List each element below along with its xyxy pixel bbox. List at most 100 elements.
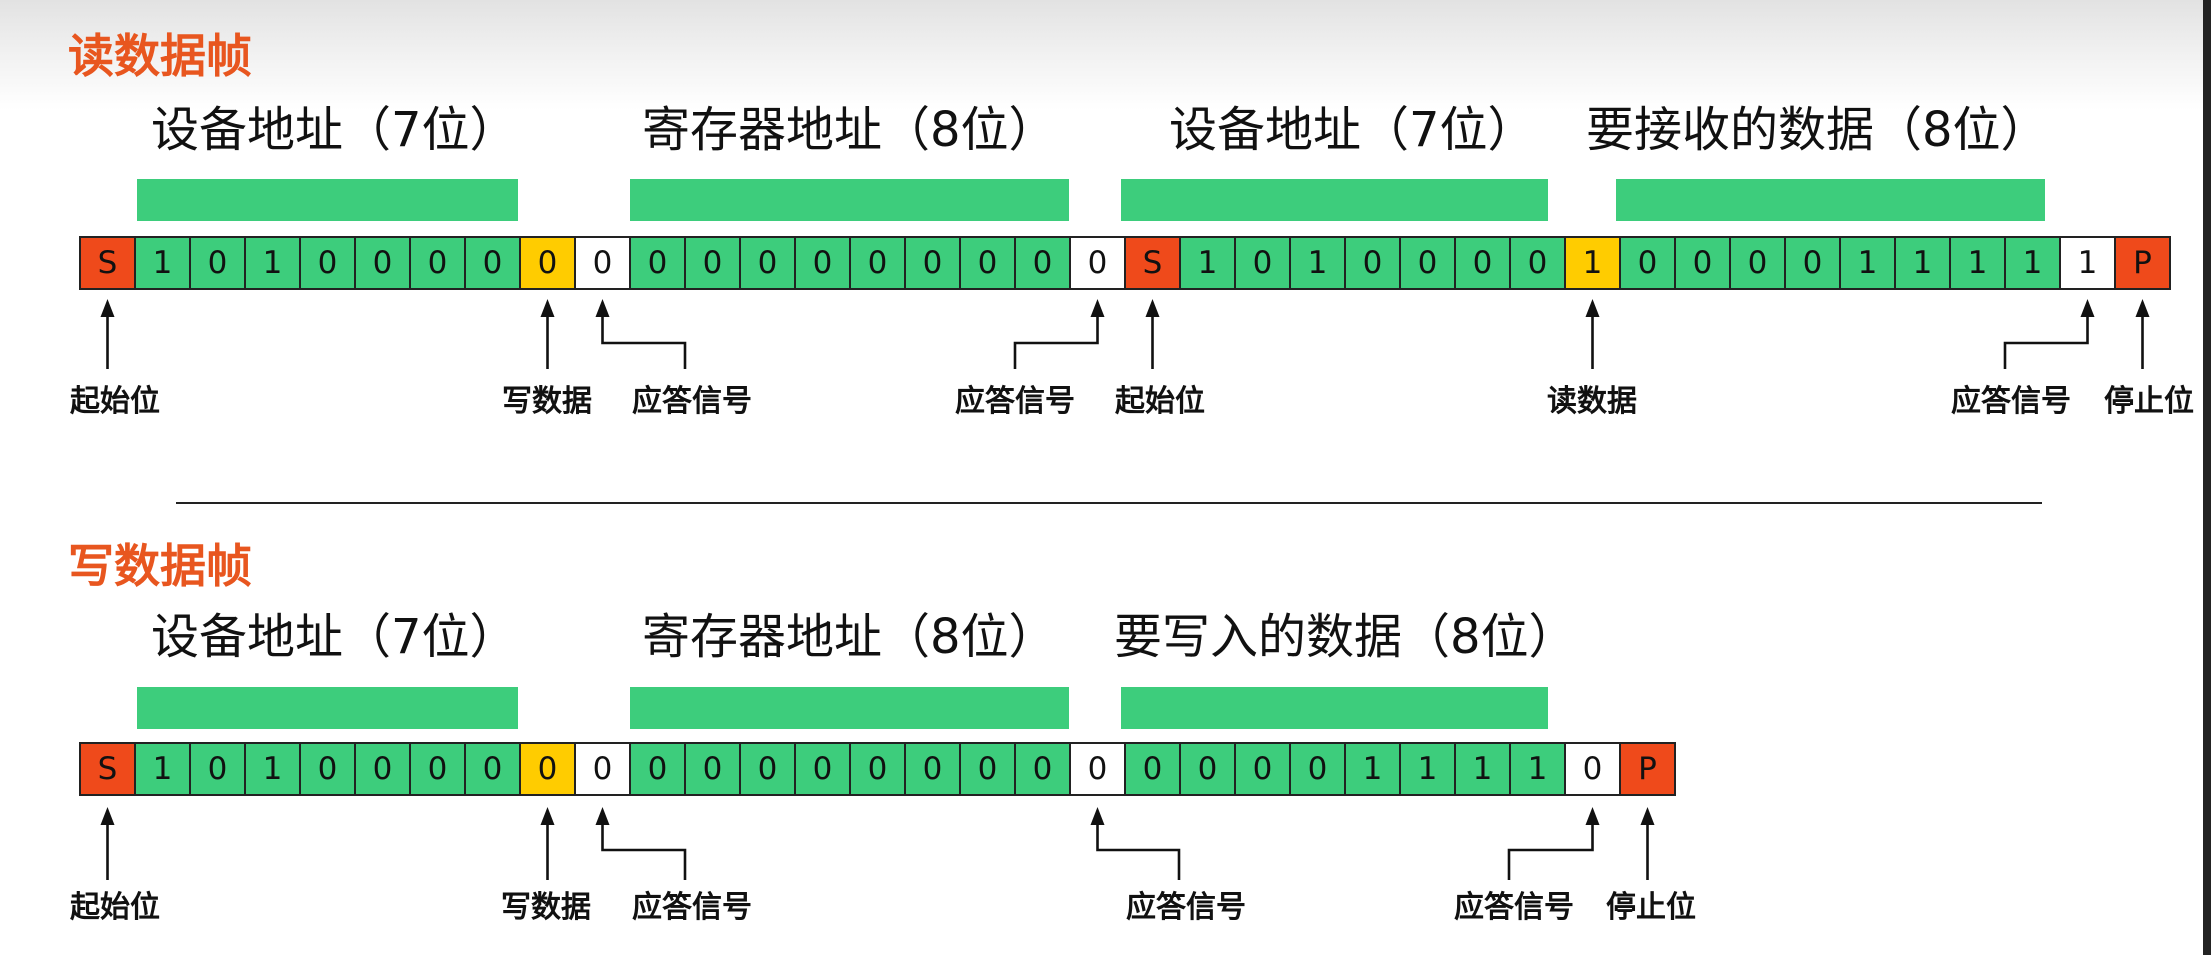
stop-bit-label: 停止位: [2104, 384, 2194, 419]
bit-cell: 0: [1731, 236, 1786, 290]
bit-cell: 1: [1841, 236, 1896, 290]
bit-cell: 0: [411, 236, 466, 290]
read-bit-pointer: [1585, 299, 1600, 369]
bit-cell: 0: [796, 742, 851, 796]
elbow-pointer-line: [1507, 823, 1594, 880]
bit-cell: 0: [796, 236, 851, 290]
arrowhead: [100, 807, 115, 825]
ack-pointer: [1507, 807, 1600, 880]
write-bit-label: 写数据: [502, 384, 592, 419]
bit-cell: 0: [961, 236, 1016, 290]
elbow-pointer-line: [601, 823, 687, 880]
write-bit-label: 写数据: [501, 890, 591, 925]
read-frame-title: 读数据帧: [68, 29, 252, 83]
start-condition-cell: S: [1126, 236, 1181, 290]
start-bit-pointer: [100, 807, 115, 880]
ack-bit-cell: 0: [1071, 236, 1126, 290]
arrowhead: [540, 807, 555, 825]
field-bar-register-address: [630, 687, 1069, 729]
bit-cell: 0: [356, 742, 411, 796]
field-bar-write-data: [1121, 687, 1548, 729]
bit-cell: 1: [136, 742, 191, 796]
read-bit-label: 读数据: [1547, 384, 1637, 419]
arrowhead: [1585, 299, 1600, 317]
bit-cell: 1: [1896, 236, 1951, 290]
ack-pointer: [595, 299, 687, 369]
bit-cell: 1: [1951, 236, 2006, 290]
bit-cell: 0: [1126, 742, 1181, 796]
stop-bit-pointer: [1640, 807, 1655, 880]
field-label-device-address: 设备地址（7位）: [151, 609, 518, 665]
bit-cell: 1: [1456, 742, 1511, 796]
stop-bit-pointer: [2135, 299, 2150, 369]
bit-cell: 1: [1346, 742, 1401, 796]
field-bar-device-address: [137, 687, 518, 729]
bit-cell: 1: [1181, 236, 1236, 290]
arrowhead: [1585, 807, 1600, 825]
ack-label: 应答信号: [955, 384, 1075, 419]
write-bit-pointer: [540, 299, 555, 369]
bit-cell: 1: [136, 236, 191, 290]
arrowhead: [595, 299, 610, 317]
ack-pointer: [595, 807, 687, 880]
field-bar-receive-data: [1616, 179, 2045, 221]
arrowhead: [1090, 299, 1105, 317]
start-bit-label: 起始位: [70, 384, 160, 419]
elbow-pointer-line: [1096, 823, 1181, 880]
field-label-device-address: 设备地址（7位）: [1169, 102, 1536, 158]
read-write-bit-cell: 0: [521, 236, 576, 290]
field-bar-device-address: [137, 179, 518, 221]
bit-cell: 0: [1291, 742, 1346, 796]
bit-cell: 0: [851, 236, 906, 290]
top-shade: [0, 0, 2211, 110]
field-label-write-data: 要写入的数据（8位）: [1114, 609, 1577, 665]
ack-pointer: [2003, 299, 2095, 369]
stop-bit-label: 停止位: [1606, 890, 1696, 925]
ack-bit-cell: 0: [576, 742, 631, 796]
bit-cell: 0: [631, 236, 686, 290]
ack-pointer: [1013, 299, 1105, 369]
field-label-register-address: 寄存器地址（8位）: [642, 102, 1057, 158]
arrowhead: [2080, 299, 2095, 317]
ack-label: 应答信号: [632, 384, 752, 419]
bit-cell: 0: [906, 236, 961, 290]
bit-cell: 0: [1401, 236, 1456, 290]
bit-cell: 0: [191, 742, 246, 796]
field-label-receive-data: 要接收的数据（8位）: [1586, 102, 2049, 158]
field-bar-register-address: [630, 179, 1069, 221]
ack-bit-cell: 0: [1566, 742, 1621, 796]
bit-cell: 0: [686, 742, 741, 796]
start-bit-pointer: [1145, 299, 1160, 369]
arrowhead: [1145, 299, 1160, 317]
field-label-register-address: 寄存器地址（8位）: [642, 609, 1057, 665]
arrowhead: [1090, 807, 1105, 825]
ack-label: 应答信号: [632, 890, 752, 925]
bit-cell: 0: [961, 742, 1016, 796]
bit-cell: 0: [906, 742, 961, 796]
field-label-device-address: 设备地址（7位）: [151, 102, 518, 158]
start-bit-pointer: [100, 299, 115, 369]
start-bit-label: 起始位: [70, 890, 160, 925]
bit-cell: 1: [1401, 742, 1456, 796]
write-frame-title: 写数据帧: [68, 539, 252, 593]
elbow-pointer-line: [1013, 315, 1099, 369]
ack-pointer: [1090, 807, 1181, 880]
bit-cell: 0: [466, 742, 521, 796]
bit-cell: 0: [1786, 236, 1841, 290]
bit-cell: 0: [191, 236, 246, 290]
bit-cell: 0: [1236, 742, 1291, 796]
ack-bit-cell: 1: [2061, 236, 2116, 290]
arrowhead: [2135, 299, 2150, 317]
bit-cell: 0: [1346, 236, 1401, 290]
ack-bit-cell: 0: [1071, 742, 1126, 796]
bit-cell: 0: [1236, 236, 1291, 290]
bit-cell: 0: [1456, 236, 1511, 290]
start-condition-cell: S: [81, 236, 136, 290]
field-bar-device-address: [1121, 179, 1548, 221]
right-edge-strip: [2203, 0, 2211, 955]
read-write-bit-cell: 1: [1566, 236, 1621, 290]
bit-cell: 1: [246, 236, 301, 290]
start-condition-cell: S: [81, 742, 136, 796]
